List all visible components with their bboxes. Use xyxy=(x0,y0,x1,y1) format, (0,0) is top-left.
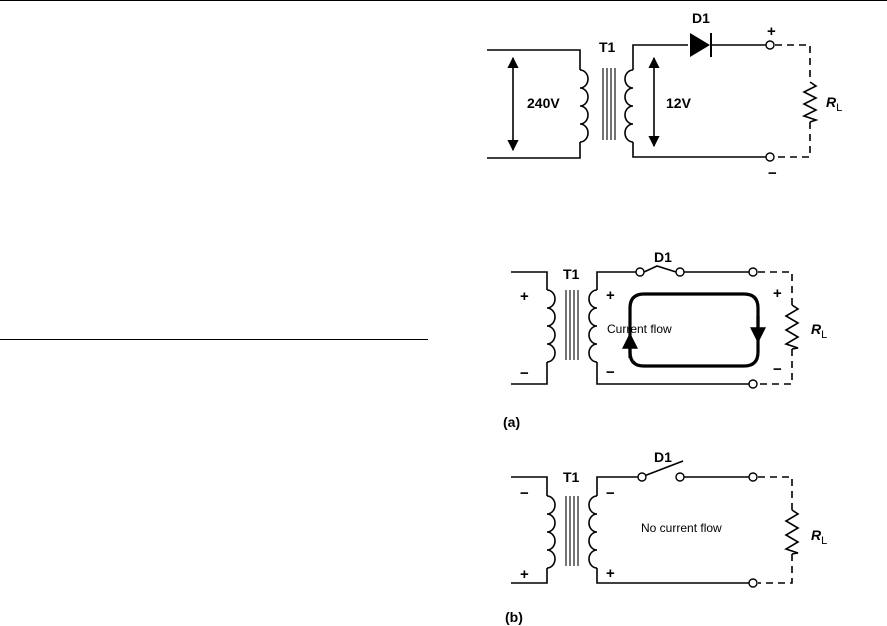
switch-label: D1 xyxy=(654,249,672,265)
figure-b-reverse-bias: No current flow T1 D1 − + − + RL (b) xyxy=(505,449,827,625)
output-terminal-bottom xyxy=(748,379,758,389)
current-flow-text: Current flow xyxy=(607,322,672,336)
top-rule xyxy=(0,0,887,1)
secondary-top-sign: − xyxy=(606,485,615,502)
diode-label: D1 xyxy=(692,10,710,26)
load-resistor xyxy=(784,304,800,350)
transformer-core xyxy=(565,496,579,566)
output-minus-sign: − xyxy=(768,165,777,182)
primary-coil xyxy=(546,289,556,363)
primary-bottom-sign: − xyxy=(520,365,529,382)
secondary-top-sign: + xyxy=(606,287,615,304)
transformer-label: T1 xyxy=(563,469,580,485)
current-flow-loop xyxy=(628,292,760,368)
secondary-coil xyxy=(588,495,598,569)
figure-half-wave-rectifier: T1 D1 240V 12V + − RL xyxy=(487,10,842,182)
secondary-wiring xyxy=(596,265,749,385)
caption-a: (a) xyxy=(503,414,520,430)
output-plus-sign: + xyxy=(767,23,776,40)
diode-symbol xyxy=(690,33,712,57)
primary-voltage-label: 240V xyxy=(527,95,560,111)
primary-top-sign: + xyxy=(520,288,529,305)
secondary-wiring xyxy=(596,460,749,584)
switch-contact-right xyxy=(675,472,685,482)
primary-coil xyxy=(546,495,556,569)
switch-contact-left xyxy=(635,267,645,277)
secondary-coil xyxy=(588,289,598,363)
output-terminal-bottom xyxy=(748,578,758,588)
primary-coil xyxy=(579,69,589,143)
primary-top-sign: − xyxy=(520,485,529,502)
load-label: RL xyxy=(811,527,827,547)
switch-label: D1 xyxy=(654,449,672,465)
secondary-coil xyxy=(624,69,634,143)
primary-wiring xyxy=(487,49,581,159)
output-terminal-positive xyxy=(765,40,775,50)
no-current-flow-text: No current flow xyxy=(641,521,722,535)
left-column-rule xyxy=(0,339,428,340)
secondary-bottom-sign: + xyxy=(606,565,615,582)
caption-b: (b) xyxy=(505,609,523,625)
primary-bottom-sign: + xyxy=(520,566,529,583)
secondary-voltage-label: 12V xyxy=(666,95,692,111)
output-terminal-top xyxy=(748,472,758,482)
output-terminal-negative xyxy=(765,152,775,162)
secondary-bottom-sign: − xyxy=(606,364,615,381)
load-resistor xyxy=(801,81,819,123)
transformer-label: T1 xyxy=(563,266,580,282)
load-top-sign: + xyxy=(773,285,782,302)
output-terminal-top xyxy=(748,267,758,277)
load-label: RL xyxy=(811,321,827,341)
load-resistor xyxy=(784,509,800,555)
load-label: RL xyxy=(826,94,842,114)
switch-contact-left xyxy=(637,472,647,482)
primary-wiring xyxy=(511,271,548,385)
secondary-wiring xyxy=(632,44,766,158)
figure-a-forward-bias: Current flow T1 D1 + − + − + − RL (a) xyxy=(503,249,827,430)
load-connection xyxy=(775,44,811,158)
transformer-core xyxy=(565,290,579,360)
transformer-core xyxy=(602,68,616,140)
load-connection xyxy=(758,476,793,584)
primary-wiring xyxy=(511,476,548,584)
switch-contact-right xyxy=(675,267,685,277)
load-bottom-sign: − xyxy=(773,361,782,378)
transformer-label: T1 xyxy=(599,39,616,55)
